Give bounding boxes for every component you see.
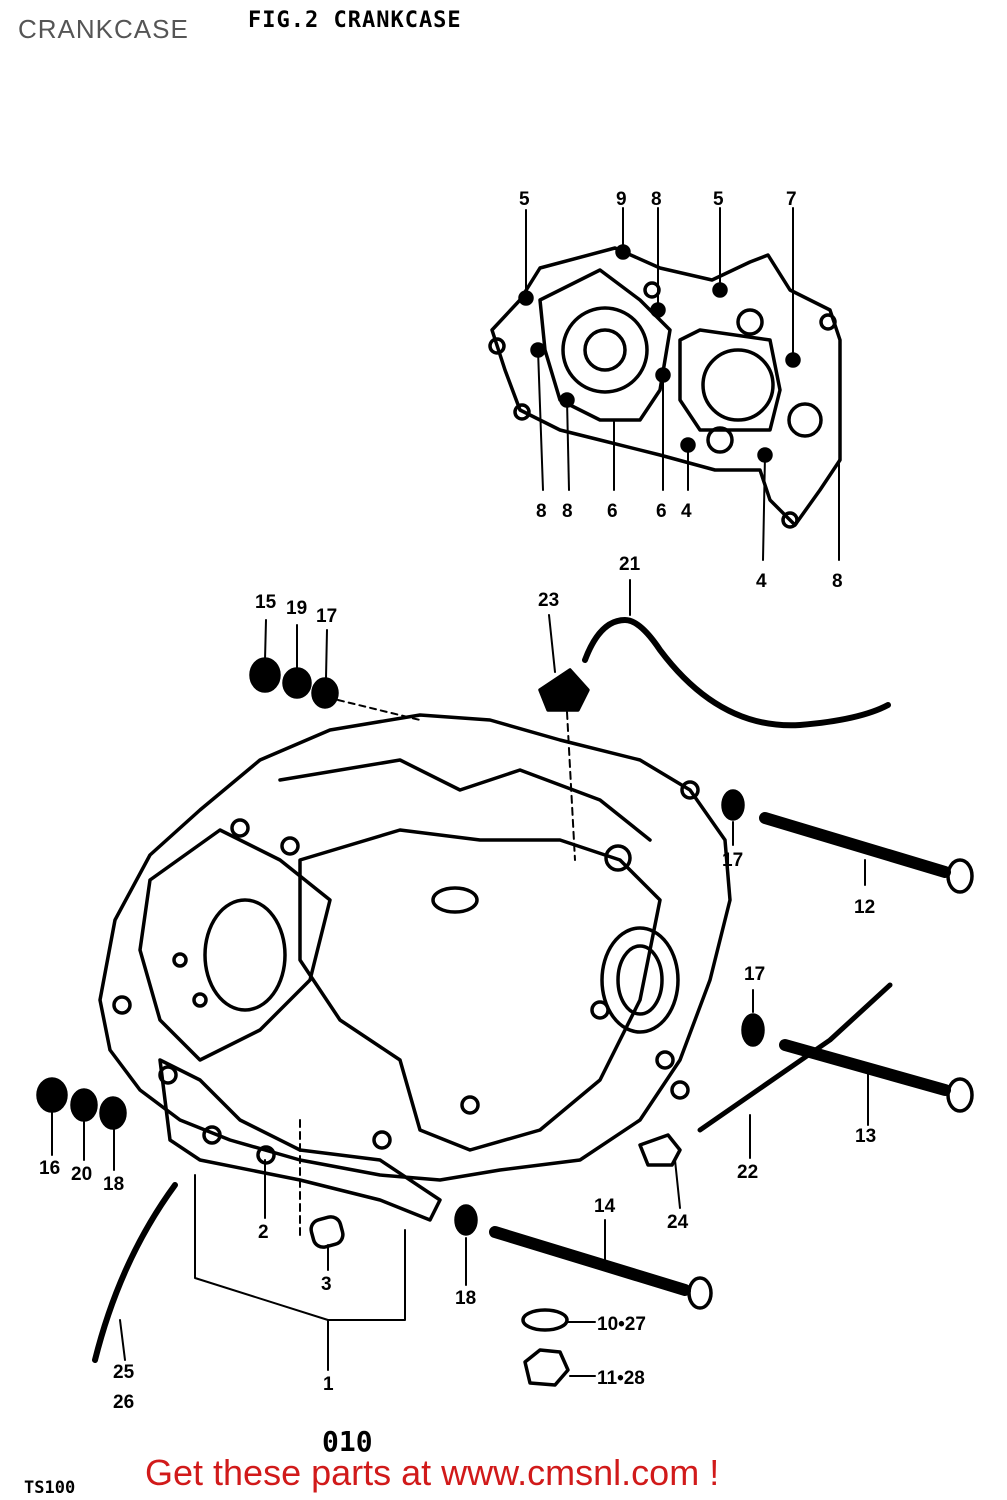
page-number: 010: [322, 1425, 373, 1458]
callout-14: 14: [594, 1196, 616, 1217]
callout-16: 16: [39, 1158, 60, 1179]
callout-25: 25: [113, 1362, 135, 1383]
callout-top-5: 7: [786, 189, 797, 210]
callout-24: 24: [667, 1212, 689, 1233]
breather-hose-22: [697, 982, 893, 1133]
callout-bottom-2: 8: [562, 501, 573, 522]
callout-1: 1: [323, 1374, 334, 1395]
callout-bottom-5: 4: [681, 501, 692, 522]
callout-3: 3: [321, 1274, 332, 1295]
callout-top-3: 8: [651, 189, 662, 210]
callout-bottom-4: 6: [656, 501, 667, 522]
callout-23: 23: [538, 590, 559, 611]
figure-title: FIG.2 CRANKCASE: [248, 8, 462, 33]
callout-top-1: 5: [519, 189, 530, 210]
washer-17-a: [311, 677, 339, 709]
callout-18-a: 18: [103, 1174, 124, 1195]
model-code: TS100: [24, 1478, 76, 1498]
washer-17-b: [721, 789, 745, 821]
breather-hose-25: [92, 1182, 178, 1363]
dowel-pin-3: [309, 1215, 345, 1249]
callout-26: 26: [113, 1392, 134, 1413]
washer-18-a: [99, 1096, 127, 1130]
gasket-10-27: [521, 1308, 569, 1332]
stud-bolt-13: [779, 1039, 974, 1113]
stud-bolt-14: [489, 1226, 713, 1310]
promo-footer-link[interactable]: Get these parts at www.cmsnl.com !: [145, 1452, 720, 1493]
callout-bottom-1: 8: [536, 501, 547, 522]
washer-20: [70, 1088, 98, 1122]
page-title: CRANKCASE: [18, 14, 189, 44]
breather-hose-21: [582, 617, 891, 729]
nut-16: [36, 1077, 68, 1113]
washer-18-b: [454, 1204, 478, 1236]
drain-plug-11-28: [523, 1348, 570, 1387]
callout-17-c: 17: [744, 964, 765, 985]
cap-23: [538, 668, 590, 712]
callout-17-b: 17: [722, 850, 743, 871]
nut-15: [249, 657, 281, 693]
callout-19: 19: [286, 598, 307, 619]
washer-19: [282, 667, 312, 699]
callout-11-28: 11•28: [597, 1368, 645, 1389]
callout-15: 15: [255, 592, 277, 613]
crankcase-left-half: [98, 713, 732, 1222]
callout-bottom-6: 4: [756, 571, 767, 592]
callout-13: 13: [855, 1126, 876, 1147]
callout-bottom-7: 8: [832, 571, 843, 592]
callout-top-4: 5: [713, 189, 724, 210]
callout-20: 20: [71, 1164, 92, 1185]
callout-2: 2: [258, 1222, 269, 1243]
callout-top-2: 9: [616, 189, 627, 210]
clamp-24: [638, 1133, 682, 1167]
callout-17-a: 17: [316, 606, 337, 627]
washer-17-c: [741, 1013, 765, 1047]
callout-22: 22: [737, 1162, 758, 1183]
callout-18-b: 18: [455, 1288, 476, 1309]
callout-bottom-3: 6: [607, 501, 618, 522]
callout-21: 21: [619, 554, 641, 575]
callout-12: 12: [854, 897, 875, 918]
callout-10-27: 10•27: [597, 1314, 646, 1335]
stud-bolt-12: [759, 812, 974, 894]
